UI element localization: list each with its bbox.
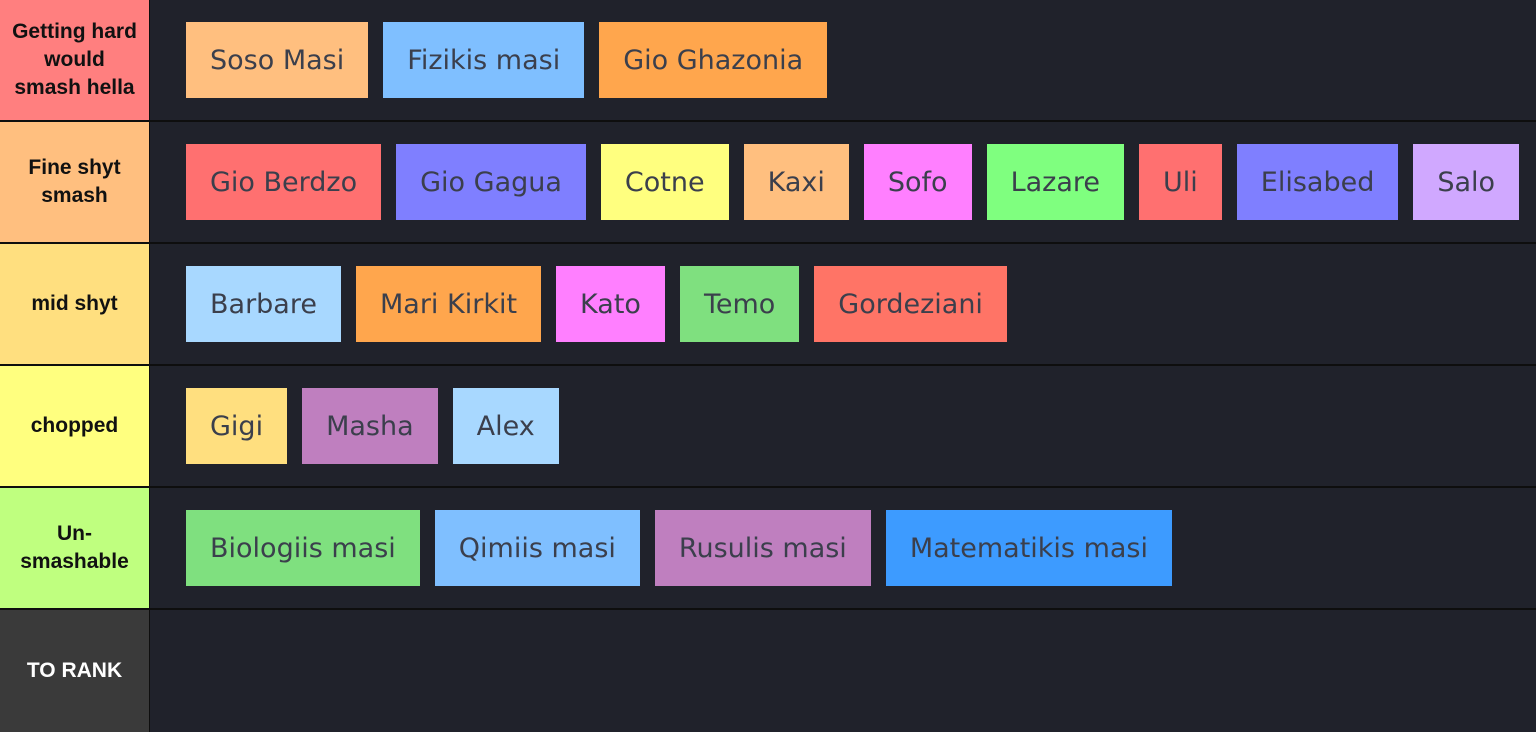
tier-label[interactable]: chopped bbox=[0, 366, 150, 486]
tier-item[interactable]: Mari Kirkit bbox=[355, 266, 542, 342]
tier-label[interactable]: TO RANK bbox=[0, 610, 150, 732]
tier-item[interactable]: Cotne bbox=[600, 144, 729, 220]
tier-item[interactable]: Kato bbox=[556, 266, 665, 342]
tier-item[interactable]: Matematikis masi bbox=[885, 510, 1172, 586]
tier-item[interactable]: Gordeziani bbox=[814, 266, 1007, 342]
tier-item[interactable]: Qimiis masi bbox=[434, 510, 640, 586]
tier-item[interactable]: Biologiis masi bbox=[186, 510, 420, 586]
tier-item[interactable]: Rusulis masi bbox=[654, 510, 871, 586]
tier-item[interactable]: Gio Berdzo bbox=[186, 144, 382, 220]
tier-item[interactable]: Uli bbox=[1139, 144, 1222, 220]
tier-item[interactable]: Gigi bbox=[186, 388, 288, 464]
tier-item[interactable]: Salo bbox=[1413, 144, 1520, 220]
tier-item[interactable]: Elisabed bbox=[1236, 144, 1399, 220]
tier-item[interactable]: Masha bbox=[302, 388, 438, 464]
tier-item[interactable]: Barbare bbox=[186, 266, 341, 342]
tier-label[interactable]: Fine shyt smash bbox=[0, 122, 150, 242]
tier-items-dropzone[interactable] bbox=[150, 610, 1536, 732]
tier-item[interactable]: Sofo bbox=[863, 144, 972, 220]
tier-item[interactable]: Alex bbox=[452, 388, 559, 464]
tier-item[interactable]: Temo bbox=[679, 266, 800, 342]
tier-label[interactable]: Getting hard would smash hella bbox=[0, 0, 150, 120]
tier-row: TO RANK bbox=[0, 610, 1536, 732]
tier-item[interactable]: Lazare bbox=[986, 144, 1124, 220]
tier-label[interactable]: mid shyt bbox=[0, 244, 150, 364]
tier-item[interactable]: Kaxi bbox=[743, 144, 849, 220]
tier-item[interactable]: Soso Masi bbox=[186, 22, 369, 98]
tier-label[interactable]: Un-smashable bbox=[0, 488, 150, 608]
tier-item[interactable]: Gio Ghazonia bbox=[599, 22, 828, 98]
tier-item[interactable]: Gio Gagua bbox=[396, 144, 586, 220]
tier-item[interactable]: Fizikis masi bbox=[383, 22, 585, 98]
